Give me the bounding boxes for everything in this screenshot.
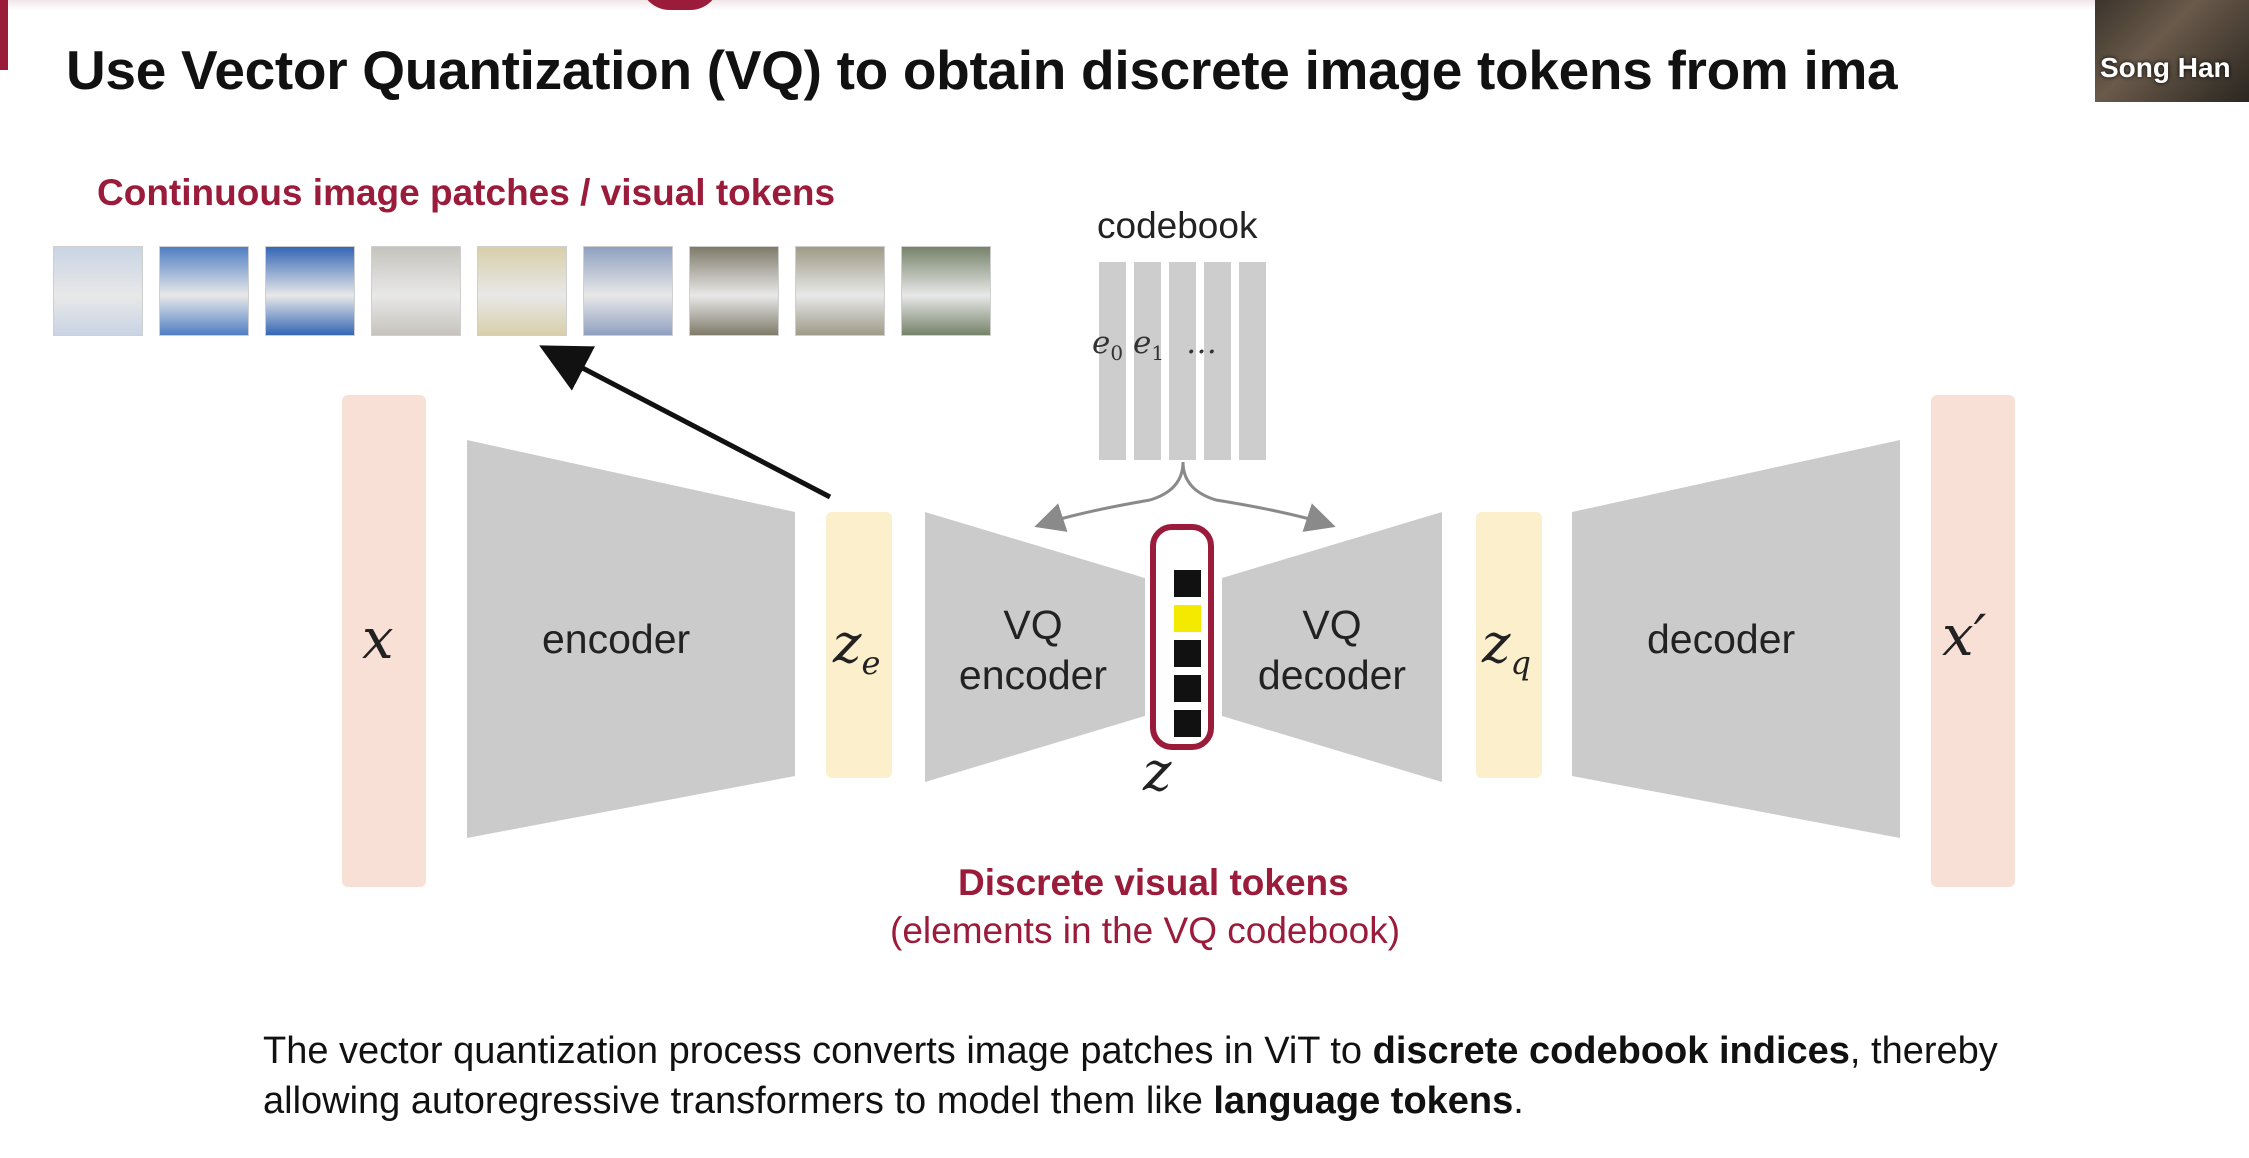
zq-label: zq xyxy=(1482,612,1531,682)
decoder-block xyxy=(1572,440,1900,838)
encoder-label: encoder xyxy=(542,616,691,662)
token-cell xyxy=(1174,570,1201,597)
codebook-ellipsis: … xyxy=(1186,325,1217,361)
codebook-entry xyxy=(1099,262,1126,460)
vq-decoder-label: VQ decoder xyxy=(1257,602,1407,698)
image-patch xyxy=(265,246,355,336)
discrete-tokens-title: Discrete visual tokens xyxy=(958,862,1349,903)
encoder-block xyxy=(467,440,795,838)
image-patch xyxy=(477,246,567,336)
image-patch xyxy=(901,246,991,336)
token-cell xyxy=(1174,710,1201,737)
codebook-brace xyxy=(1034,461,1185,532)
title-band xyxy=(0,0,2249,10)
codebook-entry xyxy=(1169,262,1196,460)
accent-tick xyxy=(0,0,8,70)
image-patch xyxy=(159,246,249,336)
x-prime-output-bar xyxy=(1931,395,2015,887)
token-cell xyxy=(1174,640,1201,667)
presenter-video[interactable] xyxy=(2095,0,2249,102)
image-patch xyxy=(53,246,143,336)
codebook-e1: e1 xyxy=(1133,325,1165,366)
presenter-name: Song Han xyxy=(2100,52,2231,83)
codebook-entry xyxy=(1134,262,1161,460)
vq-decoder-block xyxy=(1222,512,1442,782)
caption: The vector quantization process converts… xyxy=(263,1030,1998,1122)
codebook-label: codebook xyxy=(1097,205,1258,246)
codebook-entry xyxy=(1204,262,1231,460)
image-patch xyxy=(689,246,779,336)
slide-title: Use Vector Quantization (VQ) to obtain d… xyxy=(66,39,1898,101)
image-patch xyxy=(795,246,885,336)
codebook-entry xyxy=(1239,262,1266,460)
vq-encoder-label: VQ encoder xyxy=(958,602,1108,698)
x-label: x xyxy=(362,607,394,672)
discrete-tokens-subtitle: (elements in the VQ codebook) xyxy=(890,910,1401,951)
token-cell xyxy=(1174,675,1201,702)
token-cell-selected xyxy=(1174,605,1201,632)
z-label: z xyxy=(1143,740,1172,803)
image-patches xyxy=(53,246,993,336)
image-patch xyxy=(371,246,461,336)
x-input-bar xyxy=(342,395,426,887)
vq-encoder-block xyxy=(925,512,1145,782)
decoder-label: decoder xyxy=(1647,616,1796,662)
clipped-heading-glyph xyxy=(640,0,720,10)
image-patch xyxy=(583,246,673,336)
codebook-brace-right xyxy=(1181,461,1336,532)
ze-label: ze xyxy=(833,612,881,682)
ze-bar xyxy=(826,512,892,778)
patches-label: Continuous image patches / visual tokens xyxy=(97,172,836,213)
discrete-token-vector xyxy=(1150,524,1214,750)
patch-arrow xyxy=(539,345,832,500)
codebook-e0: e0 xyxy=(1092,325,1124,366)
zq-bar xyxy=(1476,512,1542,778)
x-prime-label: x′ xyxy=(1942,604,1987,669)
